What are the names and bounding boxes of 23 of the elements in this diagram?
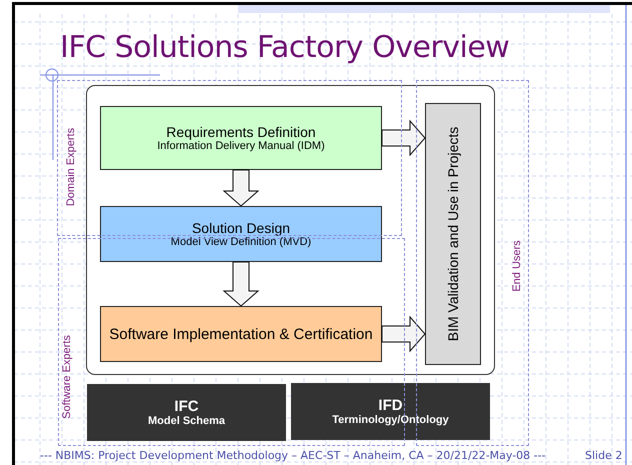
block-subtitle: Model Schema — [148, 415, 226, 427]
slide-title: IFC Solutions Factory Overview — [60, 30, 510, 65]
region-label: Domain Experts — [65, 128, 77, 206]
step-title: Solution Design — [192, 220, 290, 236]
region-label: Software Experts — [61, 335, 73, 419]
process-box — [425, 103, 481, 365]
foundation-block — [291, 383, 490, 440]
footer-text: --- NBIMS: Project Development Methodology – AEC-ST – Anaheim, CA – 20/21/22-May-08 --- — [40, 449, 546, 462]
step-title: Software Implementation & Certification — [109, 326, 373, 342]
block-arrow — [222, 170, 260, 207]
block-title: IFC — [174, 398, 199, 415]
box-label: BIM Validation and Use in Projects — [445, 126, 461, 342]
region-label: End Users — [511, 240, 523, 292]
block-arrow — [382, 120, 426, 156]
block-arrow — [382, 316, 426, 352]
slide-number: Slide 2 — [585, 449, 622, 462]
foundation-block — [87, 384, 286, 441]
step-subtitle: Information Delivery Manual (IDM) — [157, 140, 325, 152]
block-arrow — [222, 262, 260, 307]
step-title: Requirements Definition — [166, 124, 316, 140]
block-title: IFD — [378, 397, 403, 414]
process-box — [100, 306, 382, 362]
block-subtitle: Terminology/Ontology — [332, 414, 449, 426]
